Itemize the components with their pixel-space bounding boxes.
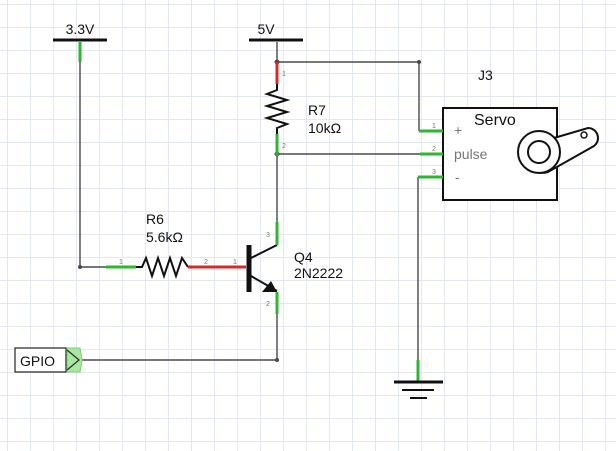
resistor-r7[interactable]: 1 2 R7 10kΩ — [263, 62, 341, 156]
ground-symbol[interactable] — [394, 360, 443, 399]
resistor-r6[interactable]: 1 2 R6 5.6kΩ — [106, 211, 222, 280]
junction-dot — [417, 60, 421, 64]
j3-pin-2: 2 — [432, 146, 436, 153]
r7-value: 10kΩ — [308, 120, 341, 136]
servo-pin-minus-label: - — [455, 169, 460, 185]
j3-pin-3: 3 — [432, 169, 436, 176]
servo-name: Servo — [474, 112, 516, 129]
wire-5v-servo-plus[interactable] — [277, 61, 420, 131]
power-3v3-label: 3.3V — [66, 21, 95, 37]
j3-ref: J3 — [478, 67, 493, 83]
gpio-label: GPIO — [20, 353, 55, 369]
q4-pin-emitter: 2 — [266, 301, 270, 308]
servo-horn-icon — [517, 126, 599, 174]
servo-pin-plus-label: + — [454, 122, 462, 138]
r6-pin-1: 1 — [119, 259, 123, 266]
r7-pin-2: 2 — [282, 143, 286, 150]
power-5v-label: 5V — [257, 21, 275, 37]
wire-3v3-r6[interactable] — [79, 62, 108, 268]
gpio-net-label[interactable]: GPIO — [14, 347, 83, 373]
transistor-q4[interactable]: 1 3 2 Q4 2N2222 — [222, 222, 343, 314]
q4-pin-base: 1 — [233, 259, 237, 266]
wire-q4-emitter-gpio[interactable] — [82, 314, 278, 361]
q4-ref: Q4 — [294, 249, 313, 265]
servo-pin-pulse-label: pulse — [454, 146, 488, 162]
r7-ref: R7 — [308, 102, 326, 118]
junction-dot — [275, 358, 279, 362]
junction-dot — [78, 265, 82, 269]
q4-part: 2N2222 — [294, 265, 343, 281]
power-3v3-symbol[interactable]: 3.3V — [53, 21, 107, 62]
r6-value: 5.6kΩ — [146, 229, 183, 245]
r6-ref: R6 — [146, 211, 164, 227]
servo-connector-j3[interactable]: J3 Servo 1 2 3 + pulse - — [418, 67, 599, 201]
wires — [79, 42, 420, 361]
r6-pin-2: 2 — [204, 259, 208, 266]
j3-pin-1: 1 — [432, 123, 436, 130]
r7-pin-1: 1 — [282, 71, 286, 78]
q4-pin-collector: 3 — [266, 232, 270, 239]
